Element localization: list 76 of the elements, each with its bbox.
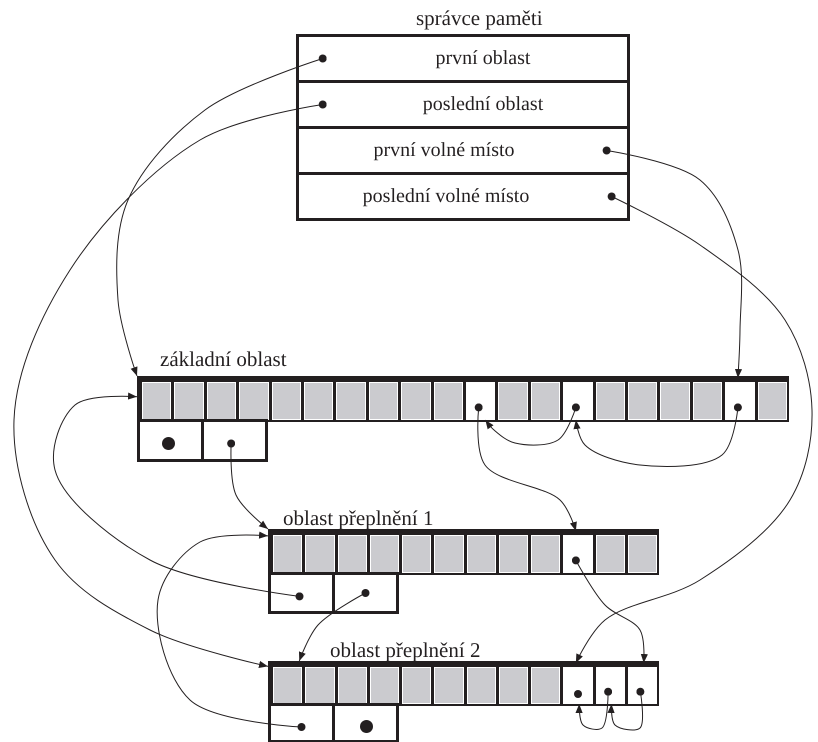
used-cell <box>528 380 562 422</box>
pointer-arrow <box>576 688 612 730</box>
area-heading: správce paměti <box>416 6 543 30</box>
pointer-arrow <box>13 100 327 668</box>
table-row <box>296 126 630 175</box>
used-cell <box>271 533 304 575</box>
used-cell <box>366 380 400 422</box>
used-cell <box>690 380 724 422</box>
used-cell <box>464 533 498 575</box>
pointer-arrow <box>53 392 304 600</box>
used-cell <box>496 665 530 706</box>
used-cell <box>172 380 206 422</box>
pointer-arrow <box>298 589 370 662</box>
pointer-cell <box>268 703 335 742</box>
used-cell <box>302 380 336 422</box>
pointer-arrow <box>227 440 268 530</box>
used-cell <box>464 665 498 706</box>
pointer-cell <box>201 419 268 462</box>
free-cell <box>626 665 659 706</box>
used-cell <box>237 380 271 422</box>
memory-strip <box>268 529 659 575</box>
used-cell <box>529 665 562 706</box>
used-cell <box>432 665 466 706</box>
free-cell <box>561 533 594 575</box>
area-heading: základní oblast <box>160 347 287 371</box>
used-cell <box>399 380 433 422</box>
pointer-arrow <box>608 688 644 730</box>
pointer-cell <box>332 572 399 614</box>
used-cell <box>270 380 303 422</box>
row-label: první volné místo <box>373 139 515 162</box>
used-cell <box>496 380 530 422</box>
used-cell <box>336 665 369 706</box>
row-label: poslední volné místo <box>362 185 530 208</box>
memory-strip <box>268 661 659 706</box>
pointer-cell <box>137 419 204 462</box>
row-label: první oblast <box>436 47 530 70</box>
used-cell <box>334 380 368 422</box>
pointer-cell <box>268 572 335 614</box>
pointer-arrow <box>484 403 580 446</box>
table-row <box>296 172 630 221</box>
pointer-arrow <box>156 532 306 731</box>
used-cell <box>432 380 465 422</box>
used-cell <box>658 380 692 422</box>
pointer-arrow <box>474 403 577 532</box>
used-cell <box>626 533 659 575</box>
used-cell <box>594 380 627 422</box>
pointer-arrow <box>575 192 813 664</box>
pointer-arrow <box>116 54 327 376</box>
table-row <box>296 80 630 129</box>
used-cell <box>303 533 336 575</box>
used-cell <box>336 533 369 575</box>
pointer-arrow <box>574 403 742 467</box>
pointer-arrow <box>602 146 742 378</box>
used-cell <box>432 533 466 575</box>
free-cell <box>561 665 594 706</box>
used-cell <box>529 533 562 575</box>
used-cell <box>400 665 434 706</box>
pointer-cell <box>332 703 399 742</box>
row-label: poslední oblast <box>422 93 544 116</box>
memory-strip <box>137 376 789 422</box>
free-cell <box>464 380 498 422</box>
table-row <box>296 34 630 83</box>
free-cell <box>723 380 757 422</box>
free-cell <box>594 665 627 706</box>
free-cell <box>561 380 595 422</box>
used-cell <box>496 533 530 575</box>
used-cell <box>626 380 660 422</box>
used-cell <box>594 533 627 575</box>
pointer-arrow <box>572 556 648 664</box>
area-heading: oblast přeplnění 1 <box>283 506 434 530</box>
used-cell <box>140 380 174 422</box>
used-cell <box>756 380 789 422</box>
area-heading: oblast přeplnění 2 <box>330 638 480 662</box>
used-cell <box>303 665 336 706</box>
used-cell <box>400 533 434 575</box>
used-cell <box>271 665 304 706</box>
